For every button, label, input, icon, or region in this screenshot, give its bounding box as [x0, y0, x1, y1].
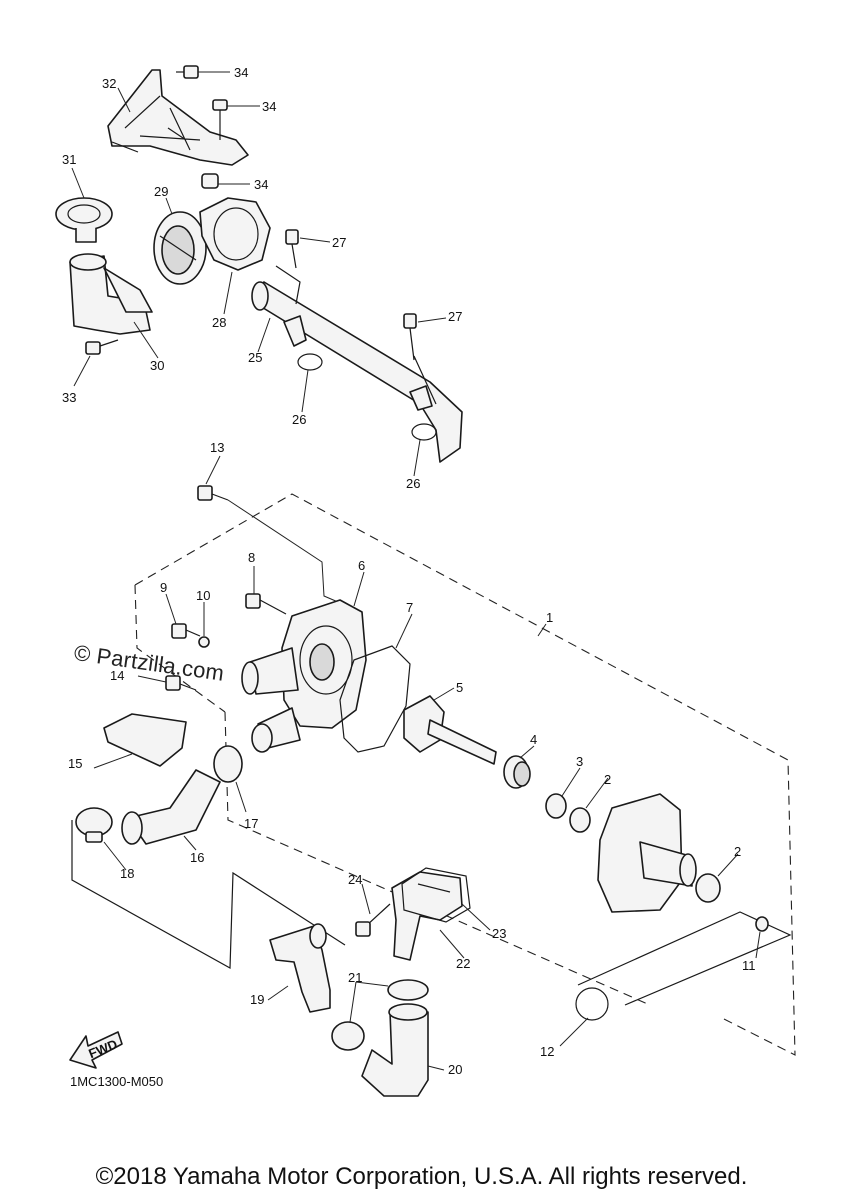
bolt-24	[355, 903, 391, 937]
callout-label: 2	[734, 844, 741, 859]
gasket-23	[401, 867, 471, 923]
callout-label: 33	[62, 390, 76, 405]
pump-housing-6	[241, 599, 367, 753]
callout-label: 15	[68, 756, 82, 771]
callout-label: 6	[358, 558, 365, 573]
callout-label: 25	[248, 350, 262, 365]
pump-cover	[597, 793, 697, 913]
leader-lines	[71, 71, 761, 1071]
bolt-27-path	[275, 265, 437, 405]
callout-label: 28	[212, 315, 226, 330]
bolt-34a	[176, 65, 199, 79]
copyright-notice: ©2018 Yamaha Motor Corporation, U.S.A. A…	[95, 1163, 748, 1190]
cover-15	[103, 713, 187, 767]
hose-outline	[71, 820, 346, 970]
gasket-7	[339, 645, 411, 753]
thermostat-29	[153, 211, 207, 285]
callout-label: 23	[492, 926, 506, 941]
callout-label: 11	[742, 958, 756, 973]
bolt-9	[171, 623, 201, 639]
callout-label: 7	[406, 600, 413, 615]
bearing-2a	[569, 807, 591, 833]
bolt-13	[197, 485, 229, 501]
bearing-2b	[695, 873, 721, 903]
bolt-34c	[201, 173, 219, 189]
callout-label: 34	[254, 177, 268, 192]
bracket-32-rib	[124, 95, 201, 151]
bolt-33	[85, 339, 119, 355]
callout-label: 17	[244, 816, 258, 831]
callout-label: 5	[456, 680, 463, 695]
clamp-18	[75, 807, 113, 843]
clamp-17	[213, 745, 243, 783]
clamp-21a	[387, 979, 429, 1001]
callout-label: 12	[540, 1044, 554, 1059]
pipe-20-top	[388, 1003, 428, 1021]
bolt-34b	[212, 99, 228, 140]
callout-label: 8	[248, 550, 255, 565]
callout-label: 34	[262, 99, 276, 114]
bolt-27b	[403, 313, 417, 361]
callout-label: 32	[102, 76, 116, 91]
fwd-arrow-icon: FWD	[69, 1031, 123, 1069]
callout-label: 3	[576, 754, 583, 769]
seal-4	[503, 755, 531, 789]
diagram-code: 1MC1300-M050	[70, 1074, 164, 1089]
pipe-25	[251, 281, 463, 463]
o-ring-12	[575, 987, 609, 1021]
callout-label: 19	[250, 992, 264, 1007]
callout-label: 10	[196, 588, 210, 603]
callout-label: 14	[110, 668, 124, 683]
clamp-21b	[331, 1021, 365, 1051]
washer-11	[755, 916, 769, 932]
callout-label: 20	[448, 1062, 462, 1077]
callout-label: 22	[456, 956, 470, 971]
hose-16-end	[121, 811, 143, 845]
bearing-3	[545, 793, 567, 819]
callout-label: 18	[120, 866, 134, 881]
callout-label: 2	[604, 772, 611, 787]
callout-label: 4	[530, 732, 537, 747]
hose-16	[127, 769, 221, 845]
callout-label: 16	[190, 850, 204, 865]
thermostat-housing-28	[199, 197, 271, 271]
fwd-label: FWD	[86, 1036, 119, 1061]
washer-10	[198, 636, 210, 648]
callout-label: 1	[546, 610, 553, 625]
callout-label: 26	[406, 476, 420, 491]
callout-label: 21	[348, 970, 362, 985]
bolt-8	[245, 593, 287, 615]
impeller-5	[403, 695, 497, 765]
bolt-bracket	[111, 127, 187, 153]
callout-label: 26	[292, 412, 306, 427]
bolt-27a	[285, 229, 299, 269]
callout-labels: 34 34 32 34 31 29 27 27 28 30 25 33 26 2…	[62, 65, 756, 1077]
radiator-cap-31	[55, 197, 113, 243]
callout-label: 30	[150, 358, 164, 373]
pipe-20	[361, 1011, 429, 1097]
o-ring-26a	[297, 353, 323, 371]
callout-label: 13	[210, 440, 224, 455]
callout-label: 24	[348, 872, 362, 887]
hose-19-top	[309, 923, 327, 949]
callout-label: 27	[448, 309, 462, 324]
callout-label: 34	[234, 65, 248, 80]
callout-label: 29	[154, 184, 168, 199]
bracket-32	[107, 69, 249, 166]
filler-neck-30	[69, 253, 153, 335]
callout-label: 9	[160, 580, 167, 595]
o-ring-26b	[411, 423, 437, 441]
callout-label: 31	[62, 152, 76, 167]
callout-label: 27	[332, 235, 346, 250]
bolt-14	[165, 675, 197, 691]
